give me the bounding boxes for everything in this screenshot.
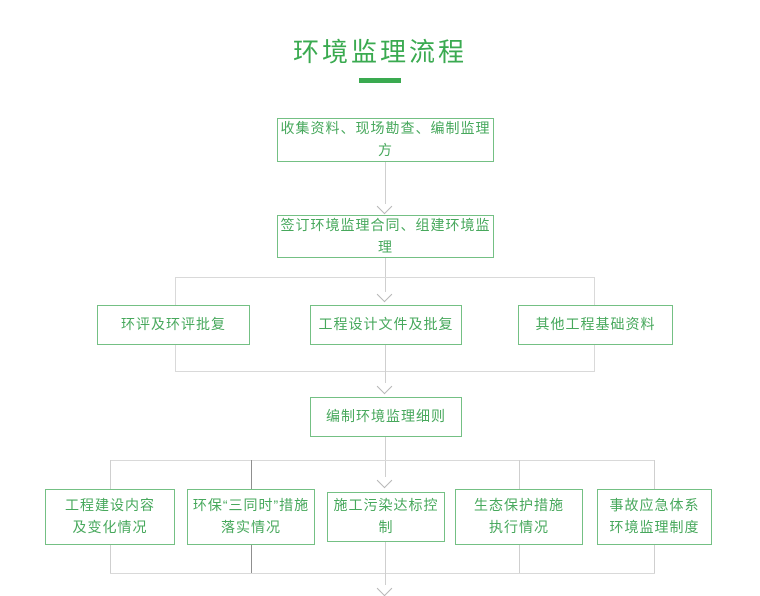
connector-out-emergency [654, 545, 655, 573]
node-construction-content: 工程建设内容 及变化情况 [45, 489, 175, 545]
connector-out-pollution [385, 542, 386, 573]
connector-drop-three-simultaneous [251, 460, 252, 489]
node-design-docs: 工程设计文件及批复 [310, 305, 462, 345]
node-ecology-protection: 生态保护措施 执行情况 [455, 489, 583, 545]
node-pollution-control: 施工污染达标控制 [327, 492, 445, 542]
node-other-basic-data: 其他工程基础资料 [518, 305, 673, 345]
connector-out-ecology [519, 545, 520, 573]
connector-row3-to-rules [385, 345, 386, 383]
node-sign-contract: 签订环境监理合同、组建环境监理 [277, 215, 494, 258]
connector-row5-bottom-rail [110, 573, 655, 574]
title-underline [359, 78, 401, 83]
connector-drop-emergency [654, 460, 655, 489]
connector-out-three-simultaneous [251, 545, 252, 573]
node-eia-approval: 环评及环评批复 [97, 305, 250, 345]
connector-drop-ecology [519, 460, 520, 489]
node-three-simultaneous: 环保“三同时”措施 落实情况 [187, 489, 315, 545]
connector-sign-to-row3 [385, 258, 386, 292]
arrow-down-icon [376, 580, 393, 596]
node-collect-survey: 收集资料、现场勘查、编制监理方 [277, 118, 494, 162]
arrow-down-icon [376, 472, 393, 489]
page-title: 环境监理流程 [292, 37, 467, 67]
connector-out-construction [110, 545, 111, 573]
connector-rules-to-row5 [385, 437, 386, 477]
node-supervision-rules: 编制环境监理细则 [310, 397, 462, 437]
connector-drop-construction [110, 460, 111, 489]
connector-row5-top-rail [110, 460, 655, 461]
node-emergency-system: 事故应急体系 环境监理制度 [597, 489, 712, 545]
arrow-down-icon [376, 198, 393, 215]
arrow-down-icon [376, 378, 393, 395]
connector-final [385, 573, 386, 585]
connector-collect-to-sign [385, 162, 386, 204]
